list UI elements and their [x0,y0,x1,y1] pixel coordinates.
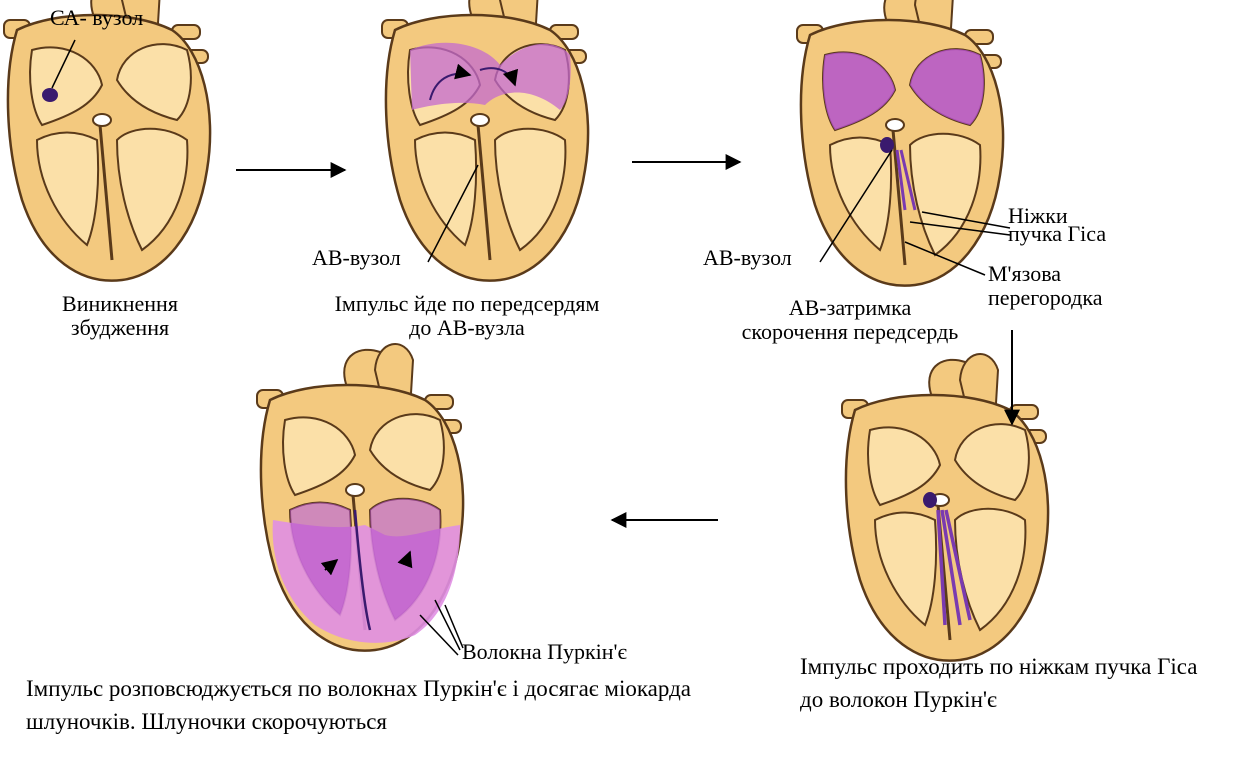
step1-caption-line1: Виникнення [20,292,220,316]
step1-caption-line2: збудження [20,316,220,340]
purkinje-label: Волокна Пуркін'є [462,640,627,664]
step1-caption: Виникнення збудження [20,292,220,340]
his-legs-label: Ніжки пучка Гіса [1008,204,1106,246]
av-node-label-2: АВ-вузол [703,246,792,270]
heart-1 [4,0,210,281]
step2-caption: Імпульс йде по передсердям до АВ-вузла [262,292,672,340]
sa-node-dot [42,88,58,102]
av-node-label-1: АВ-вузол [312,246,401,270]
septum-label-line1: М'язова [988,262,1102,286]
step4-caption: Імпульс проходить по ніжкам пучка Гіса д… [800,650,1220,717]
heart-4 [842,354,1048,661]
step2-caption-line1: Імпульс йде по передсердям [262,292,672,316]
heart-3 [797,0,1003,286]
heart-5 [257,344,463,651]
step3-caption-line2: скорочення передсердь [690,320,1010,344]
step2-caption-line2: до АВ-вузла [262,316,672,340]
heart-2 [382,0,588,281]
step3-caption: АВ-затримка скорочення передсердь [690,296,1010,344]
step5-caption: Імпульс розповсюджується по волокнах Пур… [26,672,706,739]
step3-caption-line1: АВ-затримка [690,296,1010,320]
his-legs-label-line2: пучка Гіса [1008,222,1106,246]
sa-node-label: СА- вузол [50,6,143,30]
